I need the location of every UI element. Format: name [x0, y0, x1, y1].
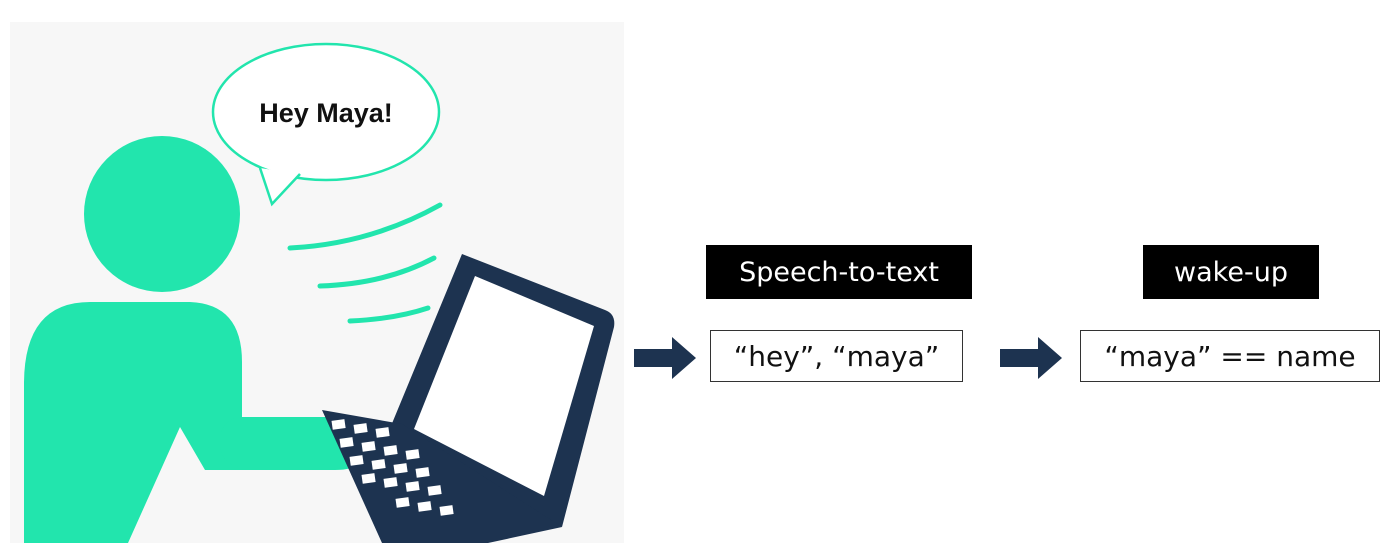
laptop-screen: [414, 276, 594, 496]
person-body: [24, 302, 370, 543]
speech-bubble: Hey Maya!: [211, 42, 441, 207]
arrow-right-icon: [634, 337, 696, 379]
laptop-keyboard-base: [322, 410, 562, 543]
person-arm: [220, 417, 335, 467]
stage-label-wake-up: wake-up: [1143, 245, 1319, 299]
stage-label-speech-to-text: Speech-to-text: [706, 245, 972, 299]
laptop-keys: [331, 419, 454, 516]
sound-waves-icon: [287, 202, 443, 324]
stage-output-name-check: “maya” == name: [1080, 330, 1380, 382]
laptop-icon: [322, 254, 615, 543]
arrow-right-icon: [1000, 337, 1062, 379]
speech-bubble-text: Hey Maya!: [259, 98, 393, 128]
person-icon: [24, 136, 370, 543]
person-head: [84, 136, 240, 292]
stage-output-tokens: “hey”, “maya”: [710, 330, 963, 382]
illustration-person-at-laptop: Hey Maya!: [10, 22, 624, 543]
